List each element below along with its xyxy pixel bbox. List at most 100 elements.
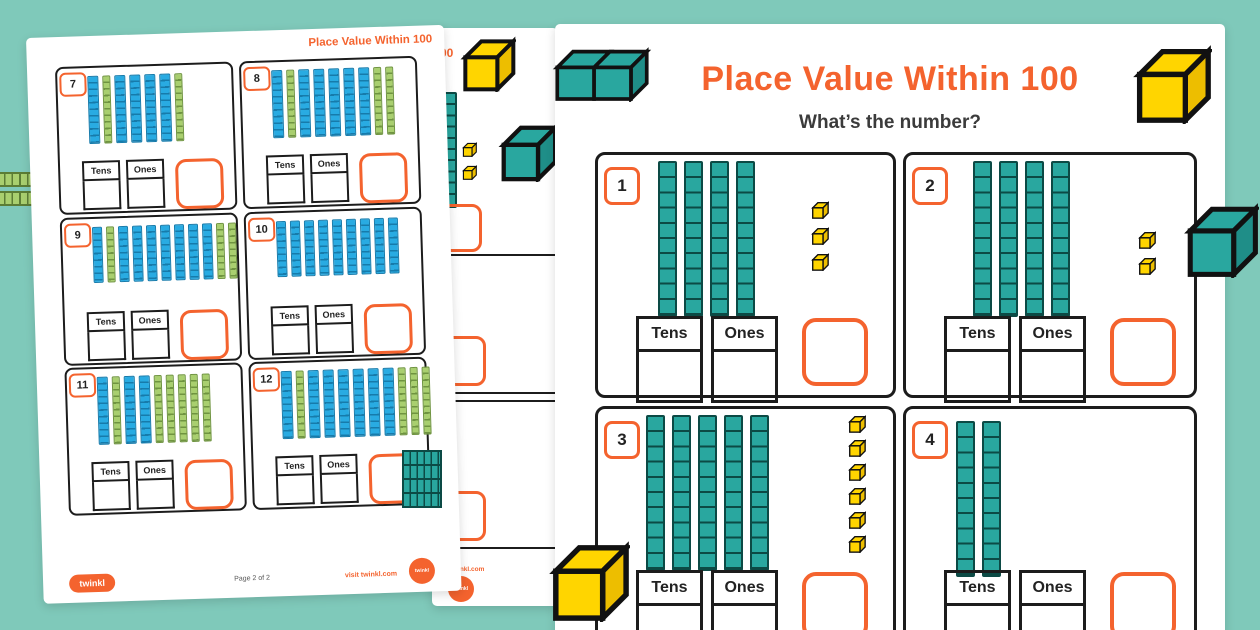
tens-rod [189,373,200,442]
tens-rod [123,375,137,445]
ones-label: Ones [135,459,174,481]
tens-label: Tens [944,316,1011,352]
rods-group [87,73,185,145]
question-card: 10 Tens Ones [243,206,427,361]
tens-rod [331,219,344,276]
tens-label: Tens [275,455,314,477]
question-number-badge: 8 [243,66,271,92]
tens-rod [144,73,158,143]
question-card: 11 Tens Ones [64,362,247,516]
tens-rod [227,222,238,279]
ones-cube [811,227,829,245]
question-card: 9 Tens Ones [59,212,243,366]
worksheet-title: Place Value Within 100 [701,60,1079,98]
ones-label: Ones [130,309,170,331]
tens-rod [313,68,327,137]
tens-rod [295,370,306,439]
tens-rod [322,369,336,438]
tens-label: Tens [86,311,126,333]
question-number-badge: 3 [604,421,640,459]
teal-rod [402,492,442,508]
answer-box [363,303,414,355]
tens-rod [397,367,408,436]
question-card: 8 Tens Ones [238,55,422,210]
tens-box [82,180,122,211]
place-value-table: Tens Ones [636,316,868,403]
tens-rod [91,226,104,283]
rods-group [275,217,400,278]
tens-rod [352,368,366,437]
tens-rod [201,373,212,442]
answer-box [184,458,234,511]
tens-box [87,331,127,362]
worksheet-subtitle: What’s the number? [799,112,981,133]
tens-rods-group [973,161,1070,317]
ones-cubes-group [462,142,477,180]
answer-box [179,308,230,361]
tens-box [944,352,1011,403]
question-number-badge: 10 [247,217,276,243]
answer-box [1110,572,1176,630]
tens-rod [359,218,372,275]
answer-box [174,157,225,210]
answer-box [802,572,868,630]
tens-rod [129,74,143,143]
tens-rod [165,374,176,443]
tens-rod [317,219,330,276]
tens-rod [358,67,372,136]
answer-box [358,152,409,204]
decorative-teal-rods [402,450,442,508]
tens-rod [298,69,312,138]
ones-cube [811,201,829,219]
ones-label: Ones [1019,570,1086,606]
ones-cube [848,439,866,457]
tens-label: Tens [270,305,310,327]
tens-rod [145,225,158,282]
tens-box [636,606,703,630]
teal-double-cube-icon [552,46,652,107]
tens-rod [215,222,226,280]
tens-rods-group [658,161,755,317]
ones-box [126,178,166,209]
question-card: 2 Tens Ones [903,152,1197,403]
tens-rod [117,225,130,283]
tens-rod [724,415,743,571]
tens-rod [710,161,729,317]
tens-rod [646,415,665,571]
ones-box [135,479,175,510]
place-value-table: Tens Ones [270,302,414,357]
ones-label: Ones [125,158,165,180]
tens-rod [698,415,717,571]
tens-box [91,480,131,512]
tens-rod [684,161,703,317]
question-number-badge: 4 [912,421,948,459]
tens-rod [956,421,975,577]
ones-label: Ones [309,152,349,175]
ones-label: Ones [1019,316,1086,352]
page-header: Place Value Within 100 [308,33,433,50]
tens-label: Tens [944,570,1011,606]
tens-rod [177,374,188,443]
ones-label: Ones [711,570,778,606]
teal-cube-icon [1183,202,1260,283]
website-link: visit twinkl.com [344,570,398,580]
tens-rod [96,376,110,445]
tens-box [271,325,311,356]
rods-group [96,373,212,445]
ones-cube [848,487,866,505]
ones-cube [811,253,829,271]
ones-cube [848,463,866,481]
tens-rod [114,74,128,144]
ones-label: Ones [711,316,778,352]
tens-rod [385,66,396,135]
tens-rod [159,224,172,281]
tens-label: Tens [265,154,305,176]
tens-rod [289,220,302,277]
answer-box [1110,318,1176,386]
tens-box [266,174,306,205]
tens-rod [275,220,288,278]
ones-cubes-group [811,201,829,271]
tens-rod [367,368,381,437]
ones-box [315,323,355,355]
